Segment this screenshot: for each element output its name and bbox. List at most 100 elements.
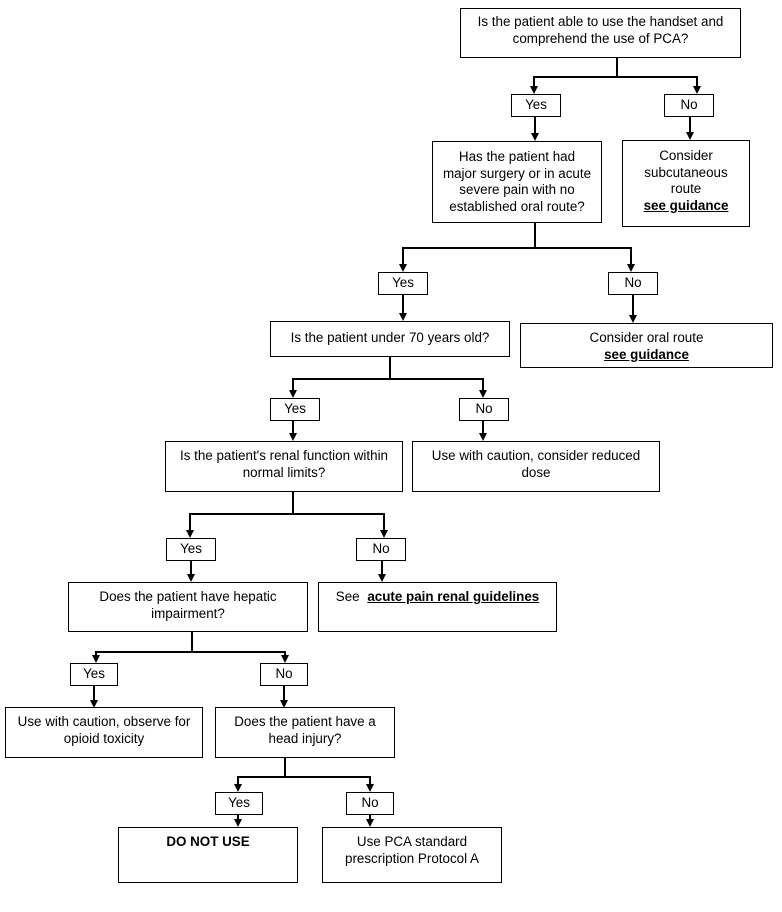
node-no-1-label: No — [680, 97, 698, 113]
connector-no4-drop — [381, 561, 383, 575]
node-renal-guidelines-prefix: See — [335, 589, 360, 604]
arrowhead-yes1 — [530, 133, 539, 141]
connector-renal-yes-drop — [189, 513, 191, 531]
node-yes-6-label: Yes — [228, 795, 250, 811]
node-yes-1-label: Yes — [525, 97, 547, 113]
arrowhead-under70-no — [478, 390, 487, 398]
node-yes-3: Yes — [270, 398, 320, 421]
connector-hepatic-no-drop — [284, 651, 286, 656]
node-subcutaneous-route: Consider subcutaneous route see guidance — [622, 140, 750, 227]
arrowhead-headinjury-no — [365, 784, 374, 792]
connector-root-stub — [616, 58, 618, 77]
connector-root-yes-drop — [533, 76, 535, 88]
connector-root-no-drop — [696, 76, 698, 88]
node-renal-guidelines: See acute pain renal guidelines — [318, 582, 557, 632]
node-opioid-toxicity: Use with caution, observe for opioid tox… — [5, 707, 203, 758]
node-head-injury-question-text: Does the patient have a head injury? — [234, 714, 376, 746]
node-yes-4-label: Yes — [180, 541, 202, 557]
node-yes-3-label: Yes — [284, 401, 306, 417]
node-no-5-label: No — [275, 666, 293, 682]
connector-yes1-drop — [534, 117, 536, 134]
connector-hepatic-yes-drop — [95, 651, 97, 656]
connector-surgery-stub — [534, 223, 536, 248]
node-no-3: No — [459, 398, 509, 421]
node-pca-protocol-text: Use PCA standard prescription Protocol A — [345, 834, 479, 866]
node-no-6: No — [346, 792, 394, 815]
connector-under70-yes-drop — [292, 378, 294, 391]
node-yes-5: Yes — [70, 663, 118, 686]
arrowhead-no5 — [279, 700, 288, 708]
connector-surgery-branch — [402, 247, 632, 249]
node-no-6-label: No — [361, 795, 379, 811]
node-subcutaneous-route-text: Consider subcutaneous route — [644, 148, 728, 196]
connector-renal-stub — [292, 492, 294, 514]
arrowhead-no2 — [628, 315, 637, 323]
node-surgery-question-text: Has the patient had major surgery or in … — [442, 149, 592, 214]
node-yes-1: Yes — [511, 94, 561, 117]
node-renal-question-text: Is the patient's renal function within n… — [180, 448, 388, 480]
arrowhead-hepatic-no — [280, 655, 289, 663]
connector-yes4-drop — [190, 561, 192, 575]
see-guidance-link-subcutaneous[interactable]: see guidance — [643, 197, 729, 213]
connector-headinjury-stub — [284, 757, 286, 777]
arrowhead-yes2 — [398, 313, 407, 321]
node-no-2-label: No — [624, 275, 642, 291]
arrowhead-renal-yes — [185, 530, 194, 538]
connector-no6-drop — [369, 815, 371, 820]
arrowhead-surgery-yes — [398, 264, 407, 272]
connector-yes3-drop — [292, 421, 294, 434]
node-oral-route: Consider oral route see guidance — [520, 323, 773, 368]
node-hepatic-question: Does the patient have hepatic impairment… — [68, 582, 308, 632]
node-pca-protocol: Use PCA standard prescription Protocol A — [322, 827, 502, 883]
arrowhead-headinjury-yes — [233, 784, 242, 792]
node-no-5: No — [260, 663, 308, 686]
node-opioid-toxicity-text: Use with caution, observe for opioid tox… — [17, 714, 191, 746]
connector-under70-branch — [292, 378, 484, 380]
node-yes-4: Yes — [166, 538, 216, 561]
connector-renal-no-drop — [383, 513, 385, 531]
arrowhead-no1 — [685, 132, 694, 140]
connector-no1-drop — [689, 117, 691, 133]
arrowhead-no3 — [478, 433, 487, 441]
arrowhead-hepatic-yes — [91, 655, 100, 663]
connector-surgery-yes-drop — [402, 247, 404, 265]
arrowhead-yes5 — [89, 700, 98, 708]
arrowhead-yes4 — [186, 574, 195, 582]
node-yes-5-label: Yes — [83, 666, 105, 682]
connector-hepatic-stub — [191, 632, 193, 652]
connector-no3-drop — [482, 421, 484, 434]
connector-yes5-drop — [93, 686, 95, 701]
connector-yes6-drop — [237, 815, 239, 820]
node-no-1: No — [664, 94, 714, 117]
arrowhead-under70-yes — [288, 390, 297, 398]
see-guidance-link-oral[interactable]: see guidance — [604, 346, 689, 362]
connector-headinjury-branch — [237, 776, 371, 778]
node-no-3-label: No — [475, 401, 493, 417]
connector-under70-stub — [389, 357, 391, 379]
connector-yes2-drop — [402, 295, 404, 314]
arrowhead-yes3 — [288, 433, 297, 441]
node-no-4: No — [356, 538, 406, 561]
node-oral-route-text: Consider oral route — [589, 330, 704, 345]
node-do-not-use: DO NOT USE — [118, 827, 298, 883]
arrowhead-no6 — [365, 819, 374, 827]
node-reduced-dose: Use with caution, consider reduced dose — [412, 441, 660, 492]
arrowhead-yes6 — [233, 819, 242, 827]
connector-no2-drop — [632, 295, 634, 316]
node-no-4-label: No — [372, 541, 390, 557]
arrowhead-no4 — [377, 574, 386, 582]
connector-hepatic-branch — [95, 651, 286, 653]
node-under70-question-text: Is the patient under 70 years old? — [290, 330, 490, 345]
node-handset-question: Is the patient able to use the handset a… — [460, 8, 741, 58]
connector-renal-branch — [189, 513, 385, 515]
node-do-not-use-text: DO NOT USE — [166, 834, 250, 849]
connector-root-branch — [533, 76, 698, 78]
arrowhead-surgery-no — [626, 264, 635, 272]
node-head-injury-question: Does the patient have a head injury? — [215, 707, 395, 758]
node-yes-2-label: Yes — [392, 275, 414, 291]
renal-guidelines-link[interactable]: acute pain renal guidelines — [367, 589, 540, 604]
node-yes-2: Yes — [378, 272, 428, 295]
connector-headinjury-no-drop — [369, 776, 371, 785]
connector-no5-drop — [283, 686, 285, 701]
